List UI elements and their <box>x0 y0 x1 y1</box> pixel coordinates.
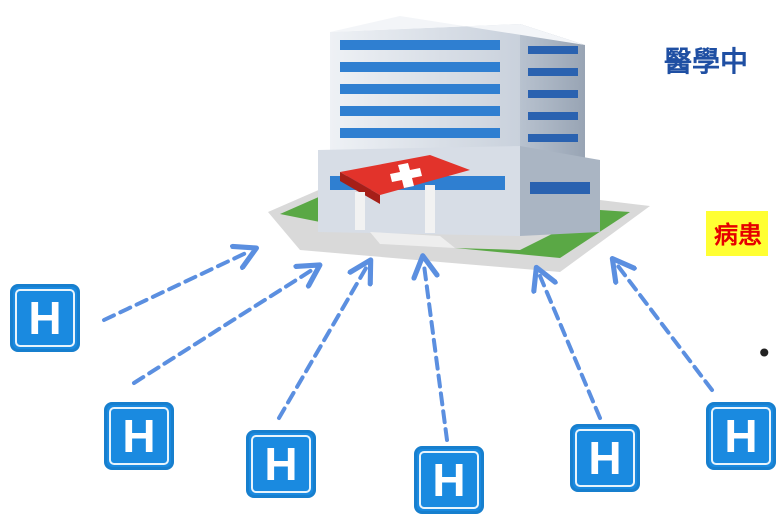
hospital-building-icon <box>268 16 650 272</box>
arrow-5 <box>540 276 602 420</box>
bullet-marker: • <box>756 337 773 370</box>
hospital-sign-icon: H <box>246 430 316 498</box>
arrow-1 <box>102 252 248 322</box>
hospital-sign-label: H <box>432 454 466 506</box>
hospital-sign-icon: H <box>570 424 640 492</box>
arrow-2 <box>132 270 312 385</box>
hospital-sign-label: H <box>122 410 156 462</box>
hospital-sign-label: H <box>264 438 298 490</box>
arrow-3 <box>277 268 366 420</box>
patient-callout: 病患 <box>706 211 768 256</box>
hospital-sign-icon: H <box>706 402 776 470</box>
hospital-sign-icon: H <box>104 402 174 470</box>
hospital-sign-icon: H <box>10 284 80 352</box>
hospital-sign-label: H <box>28 292 62 344</box>
arrow-4 <box>424 265 449 442</box>
hospital-sign-label: H <box>724 410 758 462</box>
hospital-sign-icon: H <box>414 446 484 514</box>
hospital-sign-label: H <box>588 432 622 484</box>
arrows <box>102 252 714 442</box>
arrow-6 <box>618 266 714 392</box>
heading-label: 醫學中 <box>664 45 749 78</box>
